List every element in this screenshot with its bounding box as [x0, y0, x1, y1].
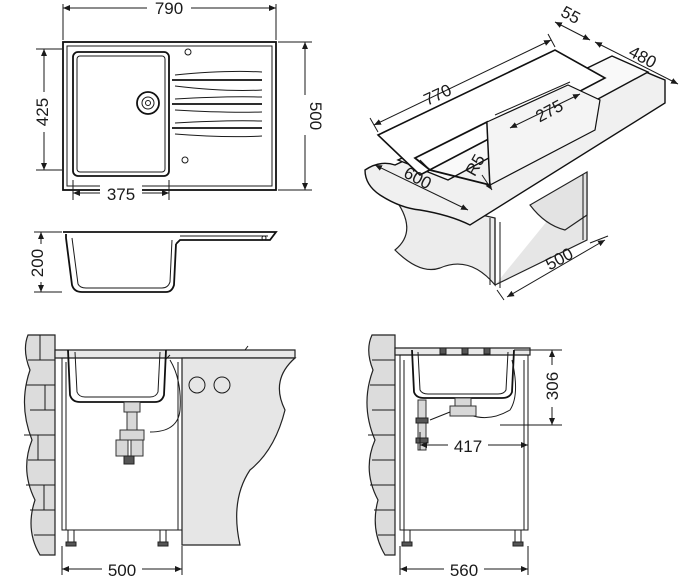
drain-icon — [136, 91, 160, 115]
bowl-outline — [72, 51, 170, 177]
drainboard-ribs — [172, 70, 263, 138]
dim-width-790: 790 — [155, 0, 183, 18]
dim-side-417: 417 — [454, 437, 482, 456]
overflow-icon — [181, 156, 189, 164]
dim-depth-500: 500 — [306, 102, 325, 130]
front-install-view: 500 — [23, 334, 297, 578]
iso-view: 770 55 480 275 R5 600 500 — [364, 2, 679, 301]
dim-bowl-depth-425: 425 — [33, 98, 52, 126]
tap-hole-icon — [184, 48, 192, 56]
dim-height-200: 200 — [28, 249, 47, 277]
side-view: 200 — [28, 231, 278, 293]
dim-iso-55: 55 — [558, 2, 584, 28]
dim-side-306: 306 — [543, 372, 562, 400]
top-view: 790 500 425 375 — [33, 0, 325, 204]
side-install-view: 306 417 560 — [366, 334, 563, 578]
dim-front-500: 500 — [108, 561, 136, 578]
dim-bowl-width-375: 375 — [107, 185, 135, 204]
dim-side-560: 560 — [450, 561, 478, 578]
